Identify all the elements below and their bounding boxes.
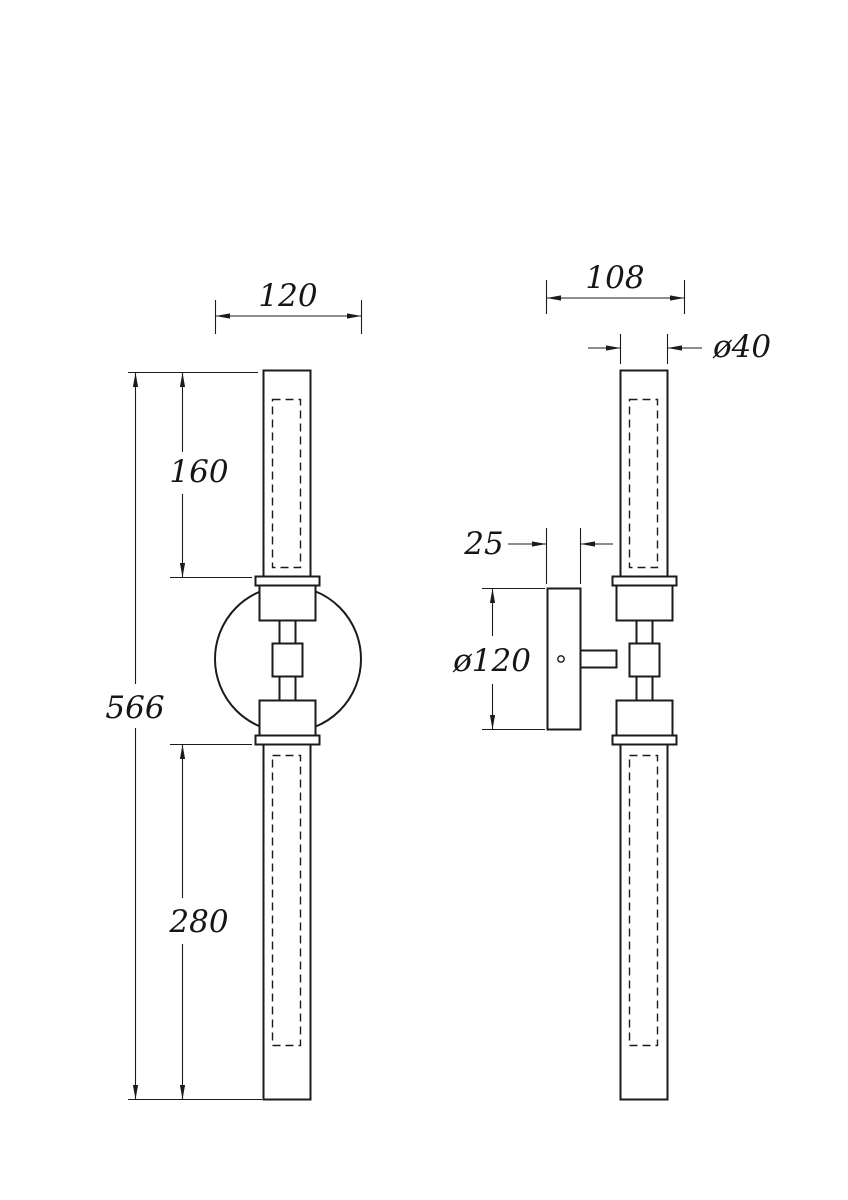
mounting-arm	[579, 649, 618, 669]
front-top-flange	[254, 575, 321, 587]
side-top-cap	[615, 584, 674, 622]
side-upper-stem	[635, 619, 654, 645]
dim-total-height: 566	[105, 372, 262, 1101]
dim-label-lower-section: 280	[168, 904, 228, 940]
dim-plate-diameter: ø120	[452, 587, 545, 731]
dim-label-depth: 108	[585, 260, 644, 296]
front-upper-lamp-dashed	[271, 398, 302, 569]
side-bottom-cap	[615, 699, 674, 737]
front-lower-stem	[278, 675, 297, 702]
side-view	[546, 369, 678, 1101]
front-upper-tube	[262, 369, 312, 579]
side-center-block	[628, 642, 661, 678]
front-bottom-flange	[254, 734, 321, 746]
dim-plate-width-front: 120	[214, 278, 363, 334]
side-top-flange	[611, 575, 678, 587]
dim-tube-diameter: ø40	[588, 329, 771, 365]
dim-depth: 108	[545, 260, 686, 314]
side-upper-tube	[619, 369, 669, 579]
side-bottom-flange	[611, 734, 678, 746]
side-lower-tube	[619, 743, 669, 1101]
front-top-cap	[258, 584, 317, 622]
dim-label-tube-diameter: ø40	[712, 329, 771, 365]
dim-plate-thickness: 25	[463, 526, 613, 584]
front-view	[214, 369, 362, 1101]
side-lower-lamp-dashed	[628, 754, 659, 1047]
dim-lower-section: 280	[168, 743, 252, 1100]
dim-label-total-height: 566	[105, 690, 164, 726]
front-lower-lamp-dashed	[271, 754, 302, 1047]
side-upper-lamp-dashed	[628, 398, 659, 569]
dim-label-plate-thickness: 25	[463, 526, 503, 562]
dim-label-plate-diameter: ø120	[452, 643, 531, 679]
dim-upper-section: 160	[128, 371, 258, 579]
dim-label-plate-width: 120	[258, 278, 317, 314]
front-upper-stem	[278, 619, 297, 645]
front-center-block	[271, 642, 304, 678]
screw-hole	[557, 655, 565, 663]
side-lower-stem	[635, 675, 654, 702]
front-bottom-cap	[258, 699, 317, 737]
front-lower-tube	[262, 743, 312, 1101]
dim-label-upper-section: 160	[169, 454, 228, 490]
